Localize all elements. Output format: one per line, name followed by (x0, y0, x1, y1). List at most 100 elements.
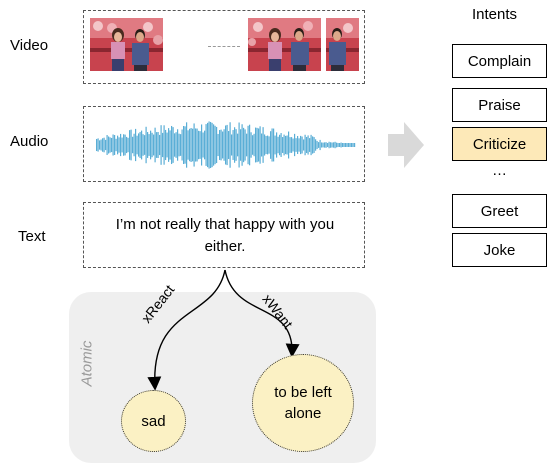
waveform-bar (237, 133, 239, 157)
intents-title: Intents (472, 6, 518, 23)
text-label: Text (18, 228, 46, 245)
waveform-bar (307, 135, 309, 155)
waveform-bar (211, 122, 213, 168)
waveform-bar (204, 130, 206, 160)
waveform-bar (280, 133, 282, 157)
waveform-bar (109, 137, 111, 153)
waveform-bar (108, 136, 110, 154)
waveform-bar (339, 143, 341, 147)
waveform-bar (334, 141, 336, 149)
waveform-bar (304, 134, 306, 156)
waveform-bar (177, 129, 179, 161)
waveform-bar (268, 136, 270, 154)
waveform-bar (168, 128, 170, 162)
waveform-bar (264, 134, 266, 156)
waveform-bar (135, 128, 137, 162)
waveform-bar (331, 142, 333, 148)
waveform-bar (178, 133, 180, 157)
video-box (83, 10, 365, 84)
waveform-bar (166, 132, 168, 158)
waveform-bar (321, 142, 323, 148)
waveform-bar (318, 142, 320, 148)
waveform-bar (190, 127, 192, 163)
waveform-bar (322, 142, 324, 148)
waveform-bar (181, 129, 183, 161)
waveform-bar (298, 138, 300, 152)
waveform-bar (150, 130, 152, 160)
waveform-bar (151, 132, 153, 158)
waveform-bar (265, 135, 267, 155)
audio-waveform (96, 121, 356, 169)
waveform-bar (175, 132, 177, 158)
waveform-bar (132, 136, 134, 154)
waveform-bar (345, 143, 347, 147)
waveform-bar (267, 135, 269, 155)
waveform-bar (100, 139, 102, 151)
waveform-bar (183, 126, 185, 164)
intent-ellipsis: … (492, 162, 507, 179)
waveform-bar (202, 132, 204, 158)
waveform-bar (169, 130, 171, 160)
waveform-bar (328, 141, 330, 149)
waveform-bar (352, 143, 354, 147)
waveform-bar (289, 137, 291, 153)
waveform-bar (124, 134, 126, 156)
waveform-bar (243, 127, 245, 163)
waveform-bar (195, 128, 197, 162)
waveform-bar (231, 134, 233, 156)
waveform-bar (127, 137, 129, 153)
atomic-node-to-be-left-alone-label: to be left alone (274, 384, 332, 422)
edge-xreact (147, 269, 226, 391)
waveform-bar (303, 139, 305, 151)
waveform-bar (96, 138, 98, 152)
waveform-bar (133, 133, 135, 157)
waveform-bar (292, 138, 294, 152)
waveform-bar (106, 135, 108, 155)
waveform-bar (187, 130, 189, 160)
waveform-bar (240, 129, 242, 161)
waveform-bar (337, 142, 339, 148)
waveform-bar (201, 124, 203, 166)
waveform-bar (252, 135, 254, 155)
waveform-bar (192, 128, 194, 162)
waveform-bar (139, 131, 141, 159)
waveform-bar (279, 134, 281, 156)
waveform-bar (138, 133, 140, 157)
waveform-bar (220, 129, 222, 161)
waveform-bar (162, 132, 164, 158)
waveform-bar (256, 127, 258, 163)
waveform-bar (174, 133, 176, 157)
waveform-bar (156, 132, 158, 158)
waveform-bar (148, 134, 150, 156)
waveform-bar (313, 137, 315, 153)
waveform-bar (340, 142, 342, 148)
video-label: Video (10, 37, 49, 54)
intent-praise: Praise (452, 88, 547, 122)
waveform-bar (222, 131, 224, 159)
waveform-bar (111, 137, 113, 153)
waveform-bar (180, 134, 182, 156)
video-frame-last (248, 18, 321, 71)
waveform-bar (294, 133, 296, 157)
waveform-bar (249, 124, 251, 166)
waveform-bar (325, 142, 327, 148)
waveform-bar (253, 133, 255, 157)
waveform-bar (114, 135, 116, 155)
waveform-bar (121, 137, 123, 153)
waveform-bar (282, 137, 284, 153)
waveform-bar (288, 131, 290, 159)
edge-xwant (224, 269, 300, 358)
waveform-bar (112, 134, 114, 156)
modality-to-intent-arrow (388, 122, 424, 168)
waveform-bar (319, 139, 321, 151)
waveform-bar (99, 140, 101, 150)
waveform-bar (154, 127, 156, 163)
waveform-bar (285, 135, 287, 155)
waveform-bar (118, 137, 120, 153)
waveform-bar (244, 129, 246, 161)
waveform-bar (136, 135, 138, 155)
waveform-bar (250, 132, 252, 158)
waveform-bar (157, 131, 159, 159)
waveform-bar (193, 123, 195, 167)
waveform-bar (171, 125, 173, 165)
